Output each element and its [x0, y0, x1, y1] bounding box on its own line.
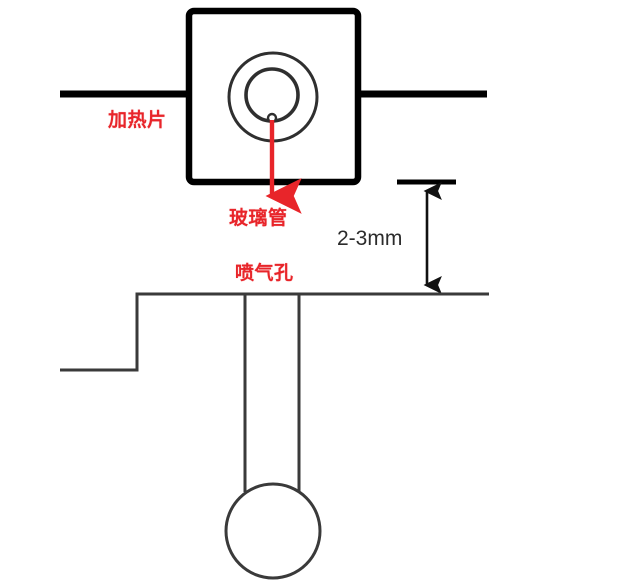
glass-tube-bulb	[224, 482, 322, 580]
substrate-profile	[60, 292, 489, 372]
